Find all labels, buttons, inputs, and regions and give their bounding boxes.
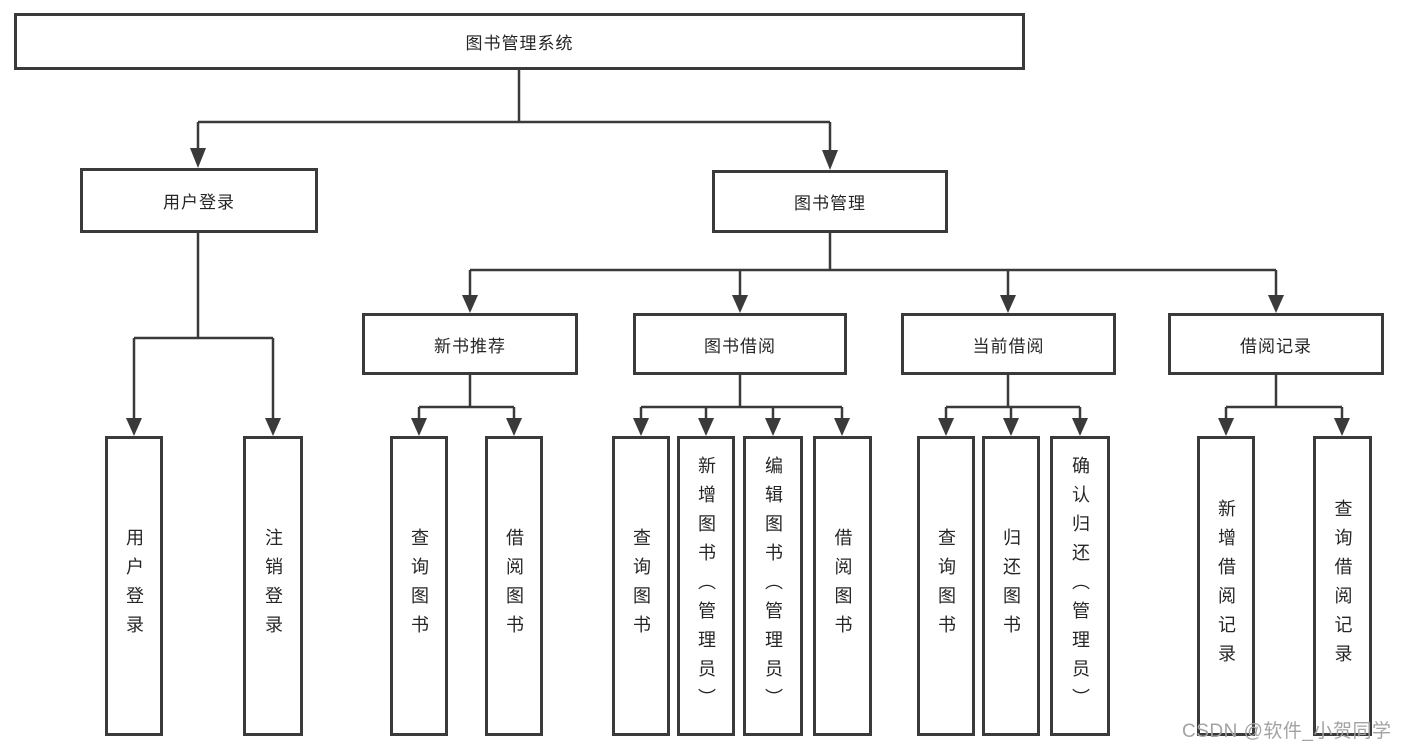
connector-book-borrow-fan — [639, 375, 844, 420]
leaf-confirm-return-admin-label: 确认归还（管理员） — [1070, 455, 1090, 717]
node-book-borrow: 图书借阅 — [633, 313, 847, 375]
node-book-management: 图书管理 — [712, 170, 948, 233]
node-borrow-records: 借阅记录 — [1168, 313, 1384, 375]
connector-current-borrow-fan — [944, 375, 1082, 420]
node-book-management-label: 图书管理 — [794, 194, 866, 213]
connector-new-book-fan — [417, 375, 516, 420]
leaf-logout: 注销登录 — [243, 436, 303, 736]
leaf-borrow-book-recommend-label: 借阅图书 — [504, 528, 524, 644]
connector-borrow-records-fan — [1224, 375, 1344, 420]
leaf-query-book-current-label: 查询图书 — [936, 528, 956, 644]
connector-user-login-fan — [132, 233, 275, 420]
leaf-query-book-current: 查询图书 — [917, 436, 975, 736]
node-library-system-label: 图书管理系统 — [465, 34, 574, 53]
node-book-borrow-label: 图书借阅 — [704, 336, 776, 356]
leaf-borrow-book: 借阅图书 — [813, 436, 872, 736]
node-new-book-recommend-label: 新书推荐 — [434, 336, 506, 356]
leaf-edit-book-admin-label: 编辑图书（管理员） — [763, 455, 783, 717]
node-library-system: 图书管理系统 — [14, 13, 1025, 70]
leaf-return-book: 归还图书 — [982, 436, 1040, 736]
leaf-add-book-admin-label: 新增图书（管理员） — [696, 455, 716, 717]
connector-book-management-fan — [468, 233, 1278, 297]
node-current-borrow: 当前借阅 — [901, 313, 1116, 375]
arrowheads — [126, 148, 1350, 436]
node-user-login: 用户登录 — [80, 168, 318, 233]
leaf-query-book-borrow: 查询图书 — [612, 436, 670, 736]
leaf-borrow-book-recommend: 借阅图书 — [485, 436, 543, 736]
leaf-query-book-borrow-label: 查询图书 — [631, 528, 651, 644]
leaf-logout-label: 注销登录 — [263, 528, 283, 644]
leaf-user-login: 用户登录 — [105, 436, 163, 736]
leaf-query-borrow-record: 查询借阅记录 — [1313, 436, 1372, 736]
node-new-book-recommend: 新书推荐 — [362, 313, 578, 375]
leaf-add-book-admin: 新增图书（管理员） — [677, 436, 735, 736]
node-current-borrow-label: 当前借阅 — [972, 336, 1045, 356]
leaf-query-borrow-record-label: 查询借阅记录 — [1332, 499, 1353, 673]
leaf-return-book-label: 归还图书 — [1001, 528, 1021, 644]
leaf-borrow-book-label: 借阅图书 — [832, 528, 853, 644]
leaf-edit-book-admin: 编辑图书（管理员） — [743, 436, 803, 736]
node-user-login-label: 用户登录 — [163, 193, 235, 212]
leaf-user-login-label: 用户登录 — [124, 528, 144, 644]
node-borrow-records-label: 借阅记录 — [1240, 336, 1312, 356]
leaf-confirm-return-admin: 确认归还（管理员） — [1050, 436, 1110, 736]
leaf-add-borrow-record: 新增借阅记录 — [1197, 436, 1255, 736]
leaf-query-book-recommend: 查询图书 — [390, 436, 448, 736]
leaf-add-borrow-record-label: 新增借阅记录 — [1216, 499, 1236, 673]
watermark: CSDN @软件_小贺同学 — [1182, 721, 1392, 742]
connector-root-to-level2 — [198, 70, 830, 124]
leaf-query-book-recommend-label: 查询图书 — [409, 528, 429, 644]
